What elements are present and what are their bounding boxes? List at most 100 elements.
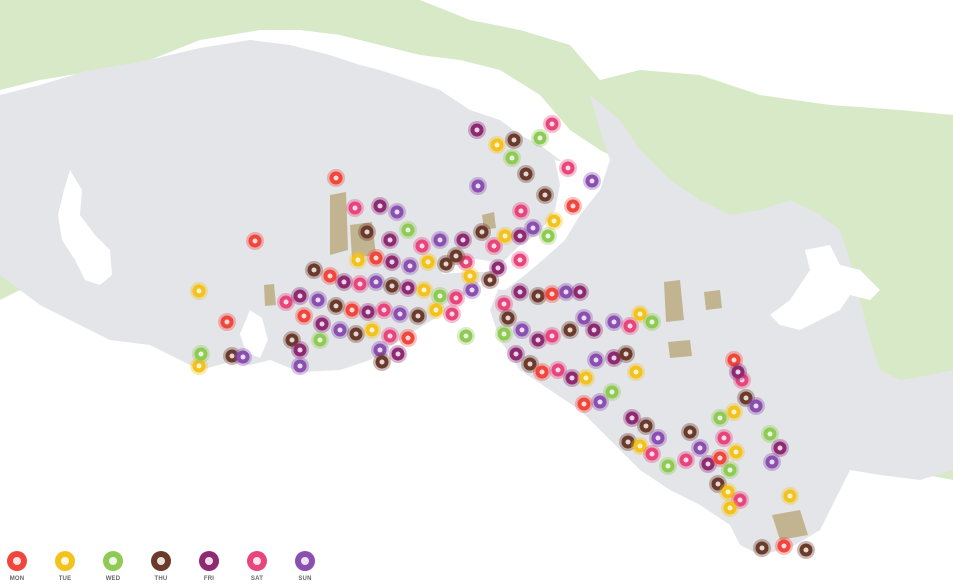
special-zone-4 xyxy=(664,280,684,322)
market-marker-tue xyxy=(488,136,506,154)
marker-core xyxy=(297,347,303,353)
marker-core xyxy=(474,127,480,133)
market-marker-thu xyxy=(327,297,345,315)
market-marker-sat xyxy=(621,317,639,335)
market-marker-wed xyxy=(431,287,449,305)
market-marker-sat xyxy=(677,451,695,469)
market-marker-mon xyxy=(321,267,339,285)
market-marker-thu xyxy=(681,423,699,441)
marker-core xyxy=(229,353,235,359)
forest-area-north xyxy=(0,0,953,480)
market-marker-wed xyxy=(539,227,557,245)
marker-core xyxy=(611,355,617,361)
market-marker-tue xyxy=(496,227,514,245)
marker-core xyxy=(655,435,661,441)
market-marker-wed xyxy=(192,345,210,363)
marker-core xyxy=(419,243,425,249)
marker-core xyxy=(803,547,809,553)
market-marker-thu xyxy=(521,355,539,373)
market-marker-fri xyxy=(571,283,589,301)
european-side xyxy=(0,40,570,372)
market-marker-thu xyxy=(709,475,727,493)
marker-core xyxy=(625,439,631,445)
marker-core xyxy=(721,435,727,441)
marker-core xyxy=(315,297,321,303)
market-marker-sun xyxy=(309,291,327,309)
marker-core xyxy=(731,357,737,363)
market-marker-thu xyxy=(358,223,376,241)
marker-core xyxy=(517,257,523,263)
market-marker-sun xyxy=(557,283,575,301)
special-zone-7 xyxy=(772,510,808,540)
marker-core xyxy=(373,279,379,285)
market-marker-sat xyxy=(715,429,733,447)
marker-core xyxy=(777,445,783,451)
marker-core xyxy=(389,259,395,265)
legend-dot-wed xyxy=(103,551,123,571)
market-marker-sat xyxy=(447,289,465,307)
market-marker-fri xyxy=(563,369,581,387)
market-marker-mon xyxy=(399,329,417,347)
market-marker-mon xyxy=(711,449,729,467)
market-marker-mon xyxy=(218,313,236,331)
market-marker-sun xyxy=(367,273,385,291)
marker-core xyxy=(627,323,633,329)
market-marker-thu xyxy=(373,353,391,371)
marker-core xyxy=(727,467,733,473)
market-marker-fri xyxy=(313,315,331,333)
marker-core xyxy=(743,395,749,401)
marker-core xyxy=(519,327,525,333)
marker-core xyxy=(405,285,411,291)
legend-label-thu: THU xyxy=(154,576,168,582)
marker-core xyxy=(563,289,569,295)
legend-item-sat: SAT xyxy=(240,548,274,588)
marker-core xyxy=(387,333,393,339)
marker-core xyxy=(549,121,555,127)
market-marker-mon xyxy=(543,285,561,303)
market-marker-mon xyxy=(343,301,361,319)
market-marker-tue xyxy=(419,253,437,271)
market-marker-mon xyxy=(246,232,264,250)
market-marker-thu xyxy=(437,255,455,273)
marker-core xyxy=(535,293,541,299)
legend-item-wed: WED xyxy=(96,548,130,588)
legend-label-sat: SAT xyxy=(250,576,264,582)
market-marker-sun xyxy=(331,321,349,339)
marker-core xyxy=(569,375,575,381)
market-marker-sun xyxy=(391,305,409,323)
market-marker-tue xyxy=(190,357,208,375)
marker-core xyxy=(395,351,401,357)
marker-core xyxy=(535,337,541,343)
special-zone-3 xyxy=(264,284,276,306)
market-marker-sun xyxy=(234,348,252,366)
marker-core xyxy=(495,265,501,271)
market-marker-fri xyxy=(489,259,507,277)
marker-core xyxy=(353,331,359,337)
legend-label-wed: WED xyxy=(105,576,121,582)
market-marker-tue xyxy=(363,321,381,339)
marker-core xyxy=(301,313,307,319)
marker-core xyxy=(364,229,370,235)
market-marker-sat xyxy=(381,327,399,345)
market-marker-sat xyxy=(495,295,513,313)
market-marker-thu xyxy=(481,271,499,289)
market-markers xyxy=(190,115,815,559)
market-marker-tue xyxy=(727,443,745,461)
marker-core xyxy=(437,293,443,299)
market-marker-tue xyxy=(719,483,737,501)
market-marker-sun xyxy=(591,393,609,411)
marker-core xyxy=(593,357,599,363)
marker-core xyxy=(567,327,573,333)
marker-core xyxy=(551,218,557,224)
marker-core xyxy=(377,203,383,209)
market-marker-thu xyxy=(617,345,635,363)
marker-core xyxy=(581,401,587,407)
market-marker-sun xyxy=(587,351,605,369)
day-legend: MON TUE WED THU FRI SAT SUN xyxy=(0,548,340,588)
marker-core xyxy=(717,455,723,461)
legend-item-fri: FRI xyxy=(192,548,226,588)
market-marker-thu xyxy=(753,539,771,557)
marker-core xyxy=(415,313,421,319)
market-marker-wed xyxy=(399,221,417,239)
market-marker-wed xyxy=(761,425,779,443)
